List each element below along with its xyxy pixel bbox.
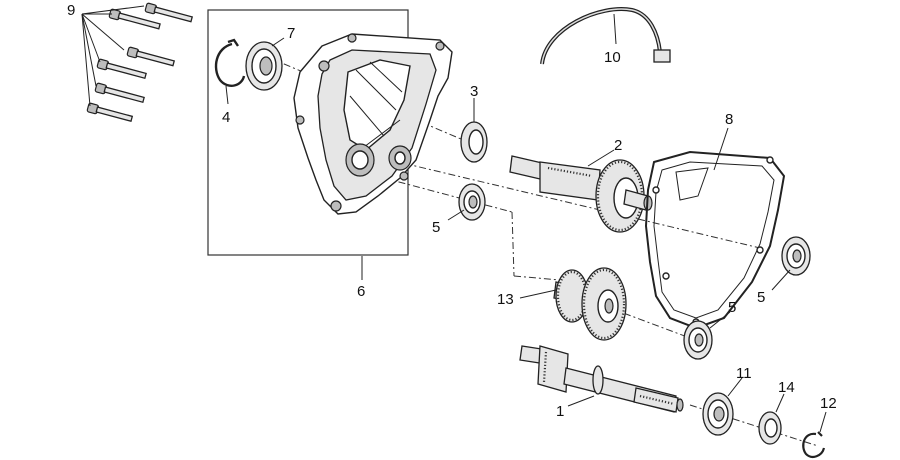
leader-lines <box>81 5 827 433</box>
callout-5-b: 5 <box>757 289 765 306</box>
bolt-set-9 <box>86 2 194 123</box>
gasket-8 <box>644 150 786 330</box>
callout-8: 8 <box>725 111 733 128</box>
bolt-2 <box>108 8 161 30</box>
circlip-4 <box>214 38 246 87</box>
drive-shaft-1 <box>519 345 684 413</box>
callout-14: 14 <box>778 379 795 396</box>
bearing-11 <box>702 392 734 436</box>
bush-14 <box>758 411 782 445</box>
bearing-7 <box>245 41 283 91</box>
bolt-3 <box>126 46 176 67</box>
oil-seal-3 <box>460 121 488 163</box>
callout-6: 6 <box>357 283 365 300</box>
bearing-5-a <box>458 183 486 221</box>
transmission-cover <box>293 33 453 215</box>
callout-12: 12 <box>820 395 837 412</box>
wire-harness-10 <box>540 7 671 65</box>
callout-5-c: 5 <box>728 299 736 316</box>
callout-11: 11 <box>736 365 752 382</box>
gear-shaft-2 <box>509 155 653 233</box>
bolt-6 <box>86 102 134 123</box>
bolt-5 <box>94 82 145 104</box>
callout-5-a: 5 <box>432 219 440 236</box>
callout-13: 13 <box>497 291 514 308</box>
callout-2: 2 <box>614 137 622 154</box>
bearing-5-b <box>781 236 811 276</box>
callout-3: 3 <box>470 83 478 100</box>
gear-13 <box>553 267 627 341</box>
callout-4: 4 <box>222 109 230 126</box>
callout-labels: 9 7 4 3 5 6 10 2 8 5 13 5 1 11 14 12 <box>67 2 837 420</box>
bolt-4 <box>96 58 147 80</box>
callout-9: 9 <box>67 2 75 19</box>
callout-7: 7 <box>287 25 295 42</box>
callout-1: 1 <box>556 403 564 420</box>
callout-10: 10 <box>604 49 621 66</box>
bearing-5-c <box>683 320 713 360</box>
bolt-1 <box>144 2 194 23</box>
circlip-12 <box>802 431 826 458</box>
